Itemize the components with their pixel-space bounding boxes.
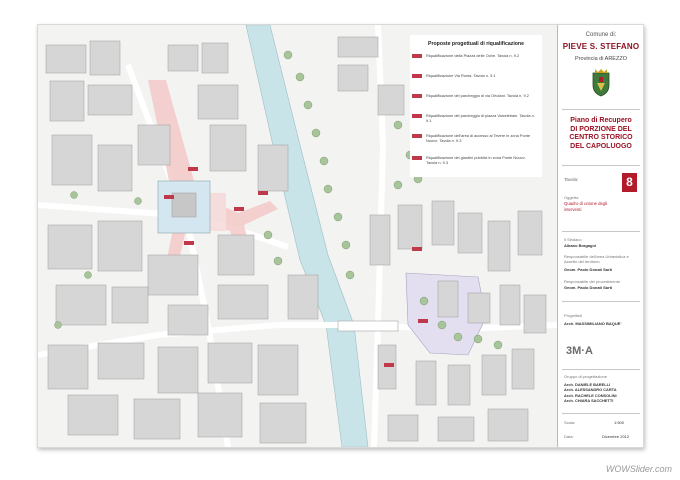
plan-title-line: DI PORZIONE DEL — [570, 125, 632, 133]
oggetto-label: Oggetto: — [564, 195, 580, 200]
tavola-number: 8 — [622, 173, 637, 192]
plan-title: Piano di Recupero DI PORZIONE DEL CENTRO… — [558, 117, 643, 151]
watermark: WOWSlider.com — [605, 464, 672, 474]
legend-swatch — [412, 134, 422, 138]
responsabile-procedimento-label: Responsabile del procedimento — [564, 279, 621, 284]
bridge-ponte-nuovo — [337, 320, 399, 332]
svg-text:3M·A: 3M·A — [566, 345, 593, 357]
divider — [562, 165, 640, 166]
legend-item-label: Riqualificazione dei giardini pubblici i… — [426, 155, 526, 165]
tavola-label: Tavola: — [564, 177, 579, 182]
buildings — [45, 40, 319, 444]
scala-value: 1:500 — [614, 420, 625, 425]
title-block: Comune di: PIEVE S. STEFANO Provincia di… — [557, 25, 643, 447]
divider — [562, 369, 640, 370]
gruppo-member: Arch. RACHELE CONSOLINI — [564, 392, 617, 398]
comune-label: Comune di: — [585, 32, 617, 38]
buildings-right — [337, 36, 547, 442]
plan-title-line: Piano di Recupero — [570, 117, 632, 124]
divider — [562, 109, 640, 110]
legend-swatch — [412, 114, 422, 118]
data-label: Data: — [564, 434, 574, 439]
legend-item: Riqualificazione del parcheggio di via O… — [412, 93, 540, 103]
legend-item: Riqualificazione dei giardini pubblici i… — [412, 155, 540, 165]
legend-swatch — [412, 94, 422, 98]
provincia-label: Provincia di AREZZO — [575, 56, 627, 62]
legend-item: Riqualificazione del parcheggio di piazz… — [412, 113, 540, 123]
legend-item: Riqualificazione Via Roma. Tavola n. 9.1 — [412, 73, 540, 83]
legend-item-label: Riqualificazione del parcheggio di via O… — [426, 93, 529, 98]
progettisti-label: Progettisti — [564, 313, 582, 318]
map-area: Proposte progettuali di riqualificazione… — [38, 25, 557, 447]
legend-item-label: Riqualificazione Via Roma. Tavola n. 9.1 — [426, 73, 496, 78]
responsabile-procedimento-value: Geom. Paolo Donati Sarti — [564, 285, 613, 290]
legend-swatch — [412, 54, 422, 58]
legend-swatch — [412, 156, 422, 160]
plan-title-line: CENTRO STORICO — [569, 134, 633, 141]
legend-item: Riqualificazione dell'area di accesso al… — [412, 133, 540, 143]
divider — [562, 231, 640, 232]
sindaco-label: Il Sindaco — [564, 237, 582, 242]
legend-item-label: Riqualificazione della Piazza delle Oche… — [426, 53, 520, 58]
gruppo-member: Arch. ALESSANDRO CARTA — [564, 387, 617, 393]
legend-item-label: Riqualificazione dell'area di accesso al… — [426, 133, 531, 143]
legend-title: Proposte progettuali di riqualificazione — [428, 41, 524, 47]
urban-plan-drawing — [38, 25, 557, 447]
legend-swatch — [412, 74, 422, 78]
map-sheet: Proposte progettuali di riqualificazione… — [37, 24, 644, 448]
gruppo-member: Arch. DANIELE BARELLI — [564, 382, 611, 387]
legend-item-label: Riqualificazione del parcheggio di piazz… — [426, 113, 535, 123]
plan-title-line: DEL CAPOLUOGO — [570, 142, 632, 150]
gruppo-member: Arch. CHIARA SACCHETTI — [564, 397, 614, 403]
oggetto-value: Quadro di unione degli interventi — [564, 201, 608, 212]
coat-of-arms-icon — [592, 69, 610, 97]
map-legend: Proposte progettuali di riqualificazione… — [410, 35, 542, 177]
gruppo-members: Arch. DANIELE BARELLI Arch. ALESSANDRO C… — [564, 382, 617, 403]
legend-item: Riqualificazione della Piazza delle Oche… — [412, 53, 540, 63]
responsabile-area-value: Geom. Paolo Donati Sarti — [564, 267, 613, 272]
scala-label: Scala: — [564, 420, 576, 425]
sindaco-value: Albano Bragagni — [564, 243, 597, 248]
responsabile-area-label: Responsabile dell'area Urbanistica e Ass… — [564, 254, 629, 264]
intervention-markers — [164, 167, 428, 367]
gruppo-label: Gruppo di progettazione — [564, 374, 607, 379]
studio-logo: 3M·A — [566, 345, 593, 357]
comune-name: PIEVE S. STEFANO — [562, 42, 640, 51]
river-tevere — [245, 25, 369, 447]
progettisti-value: Arch. MASSIMILIANO BAQUE' — [564, 321, 622, 326]
divider — [562, 413, 640, 414]
divider — [562, 301, 640, 302]
data-value: Dicembre 2012 — [602, 434, 630, 439]
